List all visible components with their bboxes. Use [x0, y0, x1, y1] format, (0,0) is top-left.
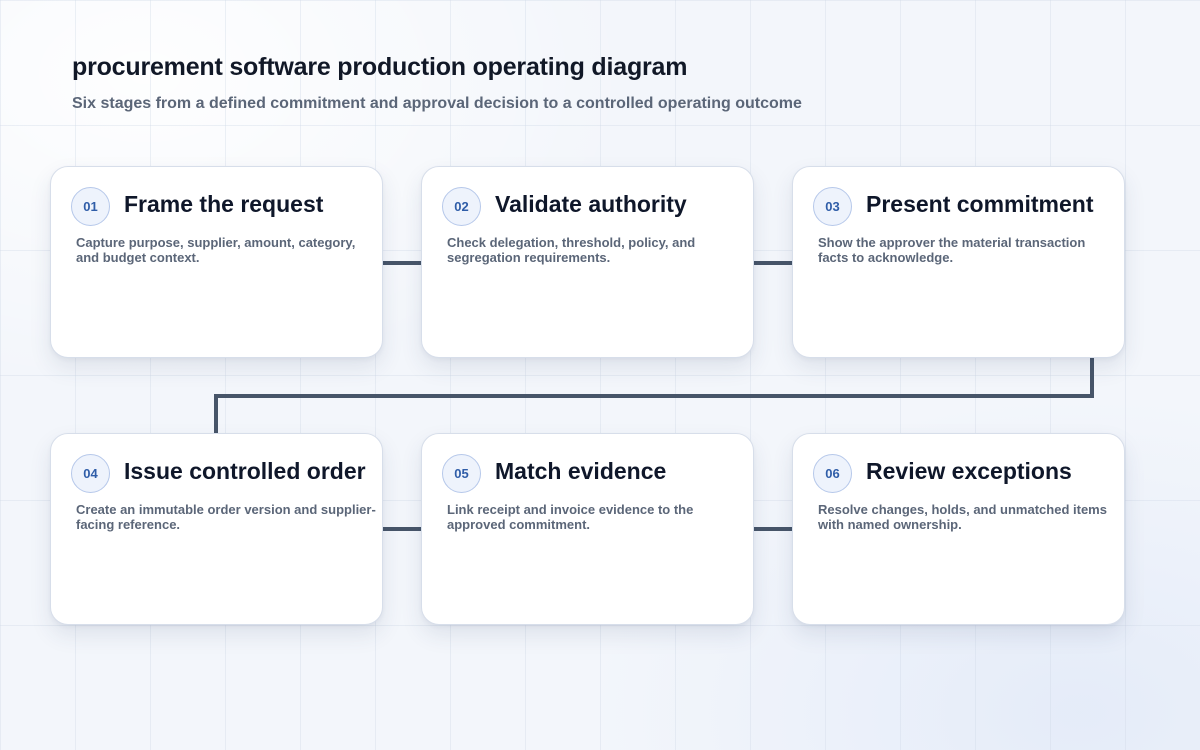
- stage-card-03: 03 Present commitment Show the approver …: [792, 166, 1125, 358]
- stage-description: Show the approver the material transacti…: [818, 235, 1086, 265]
- page-title: procurement software production operatin…: [72, 53, 688, 81]
- stage-description: Check delegation, threshold, policy, and…: [447, 235, 696, 265]
- stage-number-badge: 06: [813, 454, 852, 493]
- stage-card-06: 06 Review exceptions Resolve changes, ho…: [792, 433, 1125, 625]
- stage-description: Link receipt and invoice evidence to the…: [447, 502, 694, 532]
- stage-title: Frame the request: [124, 191, 324, 217]
- stage-number-badge: 03: [813, 187, 852, 226]
- stage-title: Issue controlled order: [124, 458, 366, 484]
- stage-description: Resolve changes, holds, and unmatched it…: [818, 502, 1107, 532]
- stage-card-05: 05 Match evidence Link receipt and invoi…: [421, 433, 754, 625]
- stage-card-02: 02 Validate authority Check delegation, …: [421, 166, 754, 358]
- stage-number-badge: 05: [442, 454, 481, 493]
- page-subtitle: Six stages from a defined commitment and…: [72, 95, 802, 112]
- stage-title: Review exceptions: [866, 458, 1072, 484]
- stage-number-badge: 01: [71, 187, 110, 226]
- stage-card-04: 04 Issue controlled order Create an immu…: [50, 433, 383, 625]
- connector-03-04: [214, 358, 1094, 434]
- stage-description: Create an immutable order version and su…: [76, 502, 376, 532]
- stage-title: Validate authority: [495, 191, 687, 217]
- stage-number-badge: 04: [71, 454, 110, 493]
- stage-title: Match evidence: [495, 458, 667, 484]
- stage-number-badge: 02: [442, 187, 481, 226]
- stage-description: Capture purpose, supplier, amount, categ…: [76, 235, 356, 265]
- stage-title: Present commitment: [866, 191, 1094, 217]
- stage-card-01: 01 Frame the request Capture purpose, su…: [50, 166, 383, 358]
